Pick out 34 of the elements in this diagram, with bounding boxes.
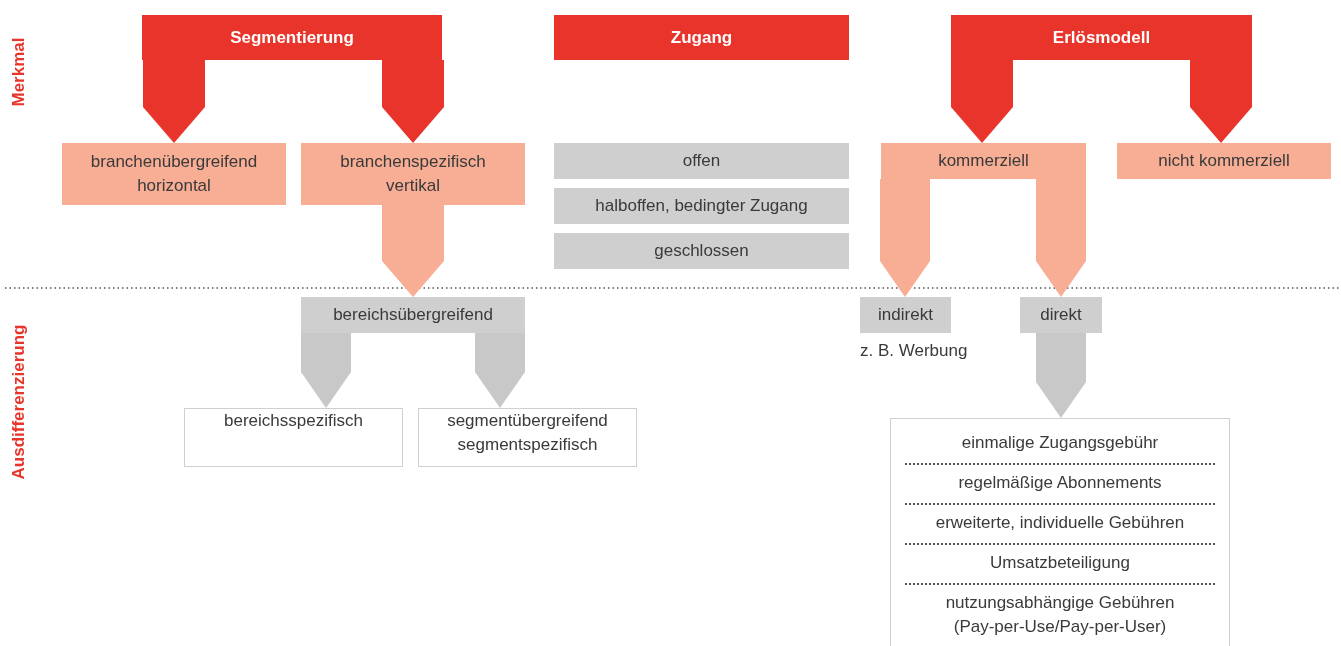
category-box: branchenübergreifend horizontal	[62, 143, 286, 205]
list-item: erweiterte, individuelle Gebühren	[905, 505, 1215, 545]
header-bar: Zugang	[554, 15, 849, 60]
list-box	[890, 418, 1230, 646]
category-box: halboffen, bedingter Zugang	[554, 188, 849, 224]
block-arrow	[1190, 60, 1252, 143]
block-arrow	[301, 333, 351, 408]
list-item: einmalige Zugangsgebühr	[905, 425, 1215, 465]
section-label: Ausdifferenzierung	[9, 323, 29, 482]
section-label: Merkmal	[9, 36, 29, 109]
block-arrow	[143, 60, 205, 143]
category-box: direkt	[1020, 297, 1102, 333]
category-box: kommerziell	[881, 143, 1086, 179]
category-box: bereichsübergreifend	[301, 297, 525, 333]
header-bar: Segmentierung	[142, 15, 442, 60]
category-box: offen	[554, 143, 849, 179]
list-item: regelmäßige Abonnements	[905, 465, 1215, 505]
block-arrow	[382, 205, 444, 297]
block-arrow	[382, 60, 444, 143]
block-arrow	[1036, 179, 1086, 297]
category-box: indirekt	[860, 297, 951, 333]
list-item: Umsatzbeteiligung	[905, 545, 1215, 585]
block-arrow	[880, 179, 930, 297]
category-box: bereichsspezifisch	[184, 408, 403, 467]
category-box: branchenspezifisch vertikal	[301, 143, 525, 205]
category-box: nicht kommerziell	[1117, 143, 1331, 179]
block-arrow	[475, 333, 525, 408]
category-box: geschlossen	[554, 233, 849, 269]
header-bar: Erlösmodell	[951, 15, 1252, 60]
block-arrow	[951, 60, 1013, 143]
category-box: segmentübergreifend segmentspezifisch	[418, 408, 637, 467]
block-arrow	[1036, 333, 1086, 418]
list-item: nutzungsabhängige Gebühren (Pay-per-Use/Pay-per-User)	[944, 592, 1176, 638]
note-text: z. B. Werbung	[859, 341, 969, 361]
